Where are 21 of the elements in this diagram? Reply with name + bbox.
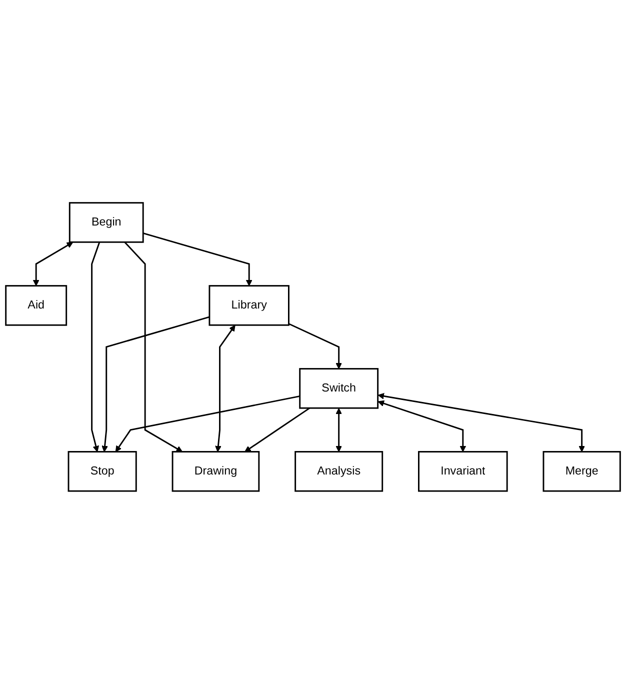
arrow	[215, 325, 236, 452]
arrow	[102, 316, 210, 452]
node-box: Analysis	[294, 451, 384, 492]
arrow	[115, 396, 300, 452]
arrow	[142, 232, 252, 286]
node-box: Library	[208, 285, 290, 326]
arrow	[91, 242, 100, 452]
arrow	[32, 242, 74, 286]
node-box: Switch	[299, 368, 379, 409]
node-box: Begin	[68, 202, 144, 243]
node-box: Stop	[68, 451, 137, 492]
node-box: Invariant	[418, 451, 508, 492]
arrow	[244, 408, 310, 452]
arrow	[124, 242, 183, 452]
node-box: Aid	[5, 285, 68, 326]
arrow	[378, 400, 466, 452]
node-box: Merge	[542, 451, 621, 492]
arrow	[288, 323, 342, 370]
arrow	[378, 393, 586, 452]
arrow	[336, 408, 342, 452]
node-box: Drawing	[172, 451, 260, 492]
